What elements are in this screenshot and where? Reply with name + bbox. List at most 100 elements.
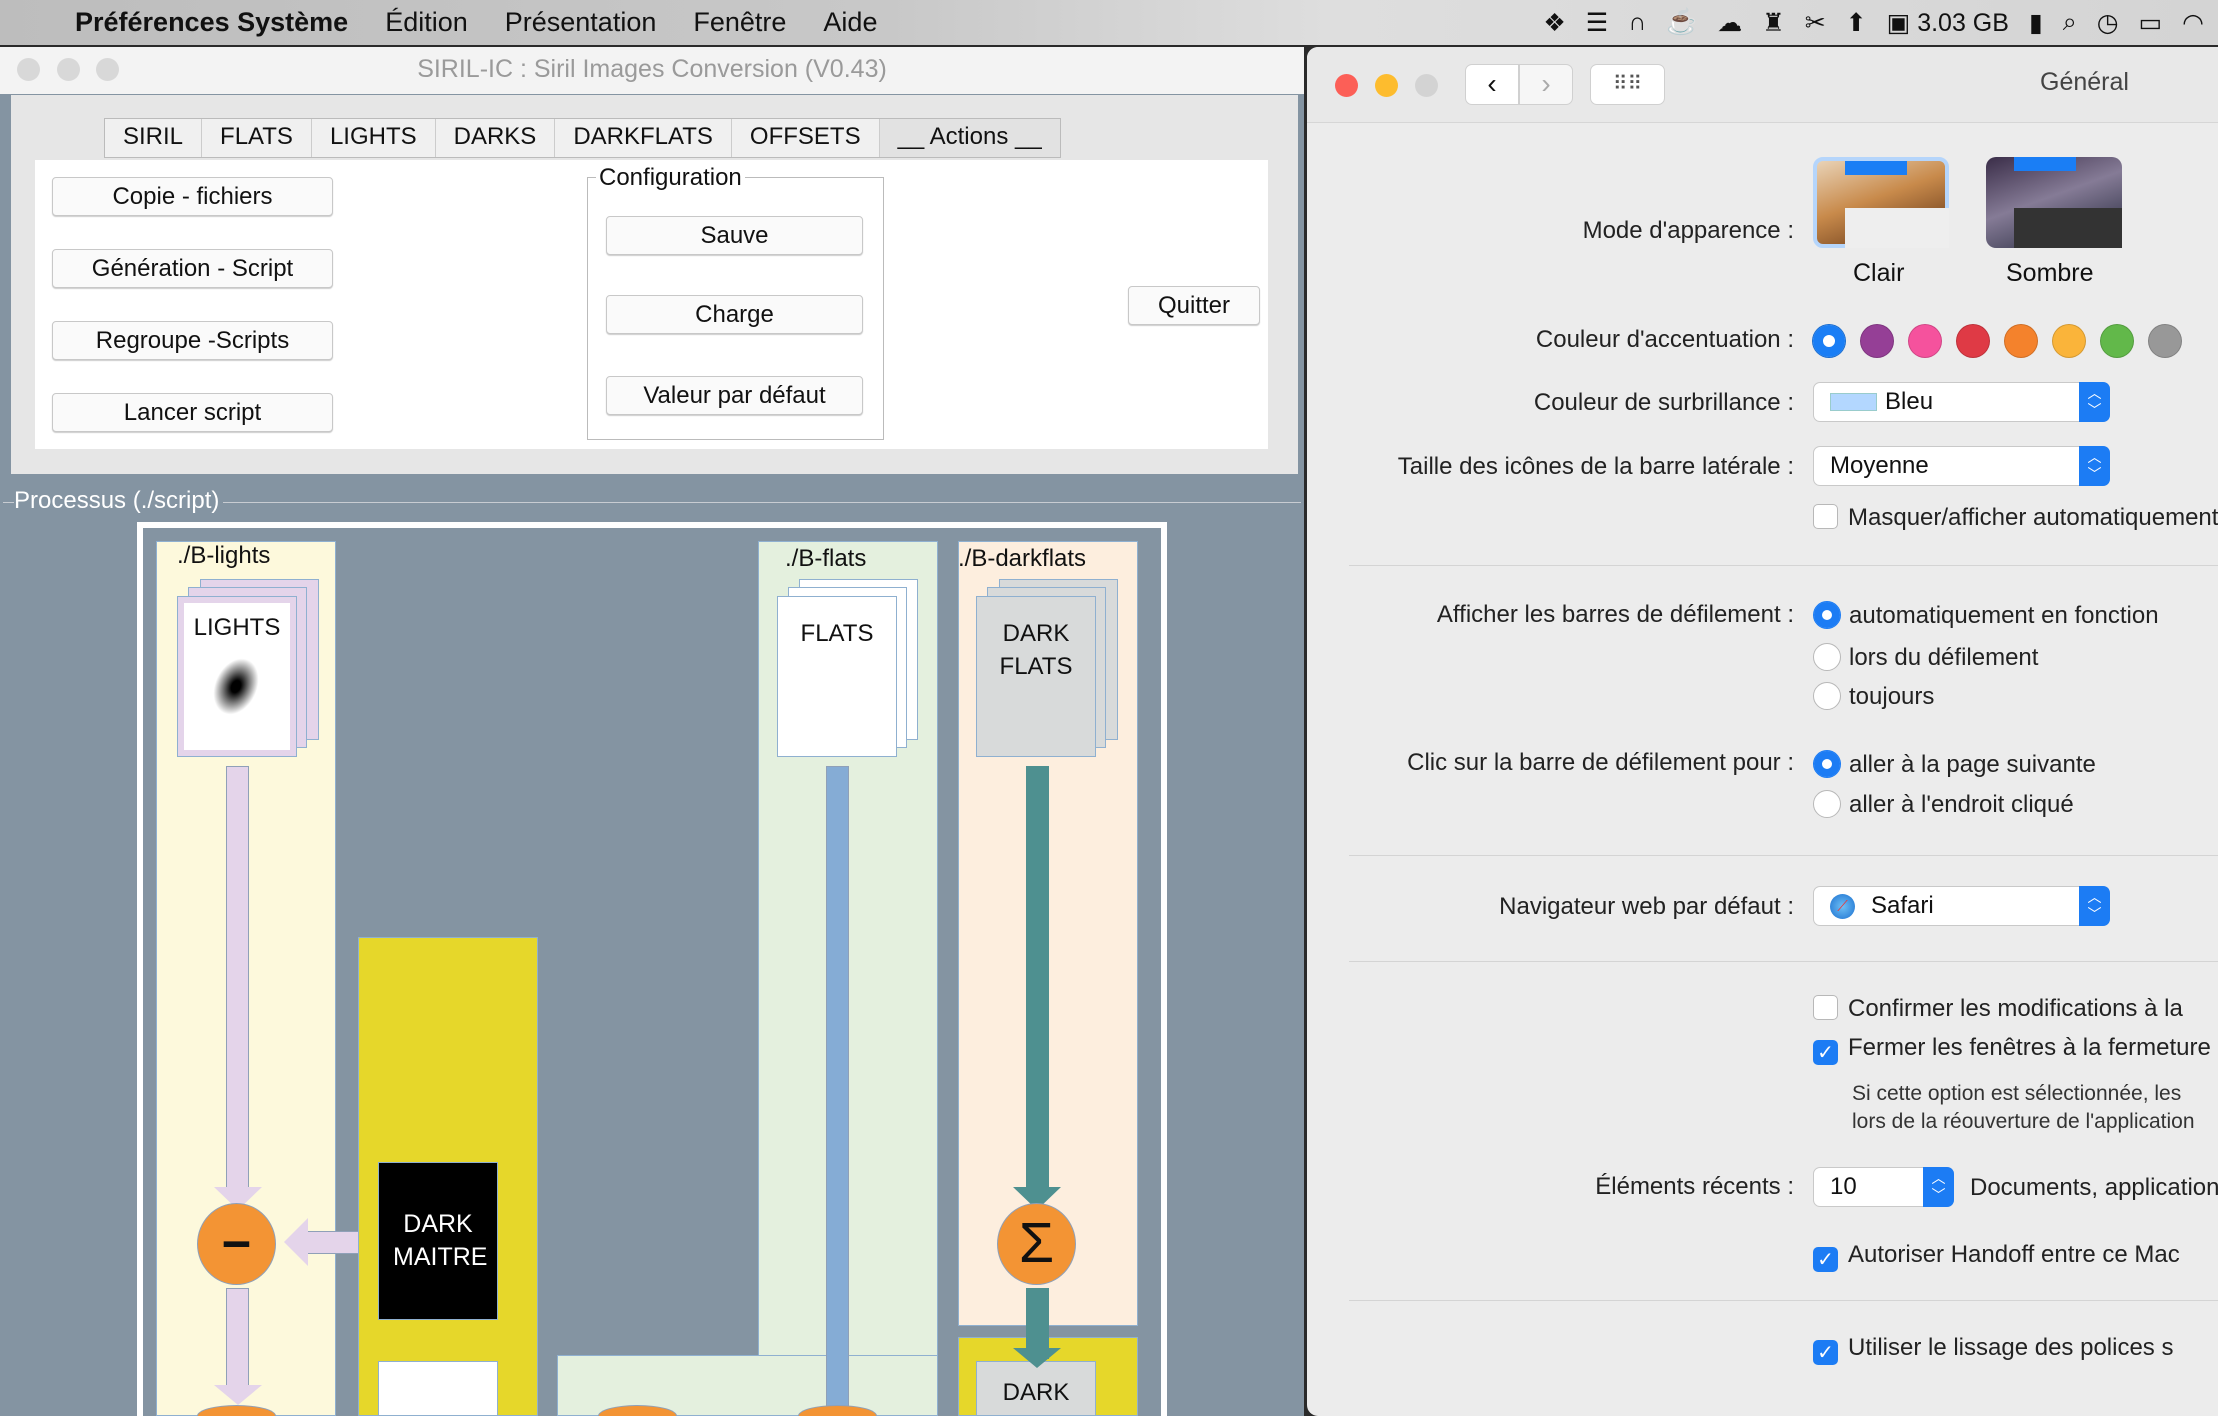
- lights-arrowhead-2: [214, 1385, 262, 1405]
- process-frame-line: [3, 502, 1301, 503]
- default-values-button[interactable]: Valeur par défaut: [606, 376, 863, 415]
- save-button[interactable]: Sauve: [606, 216, 863, 255]
- menu-presentation[interactable]: Présentation: [504, 7, 657, 37]
- browser-popup[interactable]: ⟋ Safari︿﹀: [1813, 886, 2110, 926]
- tab-flats[interactable]: FLATS: [202, 119, 312, 157]
- darkflats-card: DARK FLATS: [976, 596, 1096, 757]
- scroll-option-scrolling[interactable]: lors du défilement: [1813, 643, 2038, 672]
- checkbox-icon: [1813, 504, 1838, 529]
- quit-button[interactable]: Quitter: [1128, 286, 1260, 325]
- font-smoothing-checkbox[interactable]: ✓Utiliser le lissage des polices s: [1813, 1334, 2173, 1365]
- handoff-label: Autoriser Handoff entre ce Mac: [1848, 1241, 2180, 1268]
- scroll-option-label: automatiquement en fonction: [1849, 602, 2159, 629]
- tab-darks[interactable]: DARKS: [436, 119, 556, 157]
- zoom-button[interactable]: [1415, 74, 1438, 97]
- back-button[interactable]: ‹: [1465, 64, 1519, 105]
- cup-icon[interactable]: ☕: [1666, 8, 1698, 36]
- tab-lights[interactable]: LIGHTS: [312, 119, 436, 157]
- show-all-grid-icon[interactable]: ⠿⠿: [1590, 64, 1665, 105]
- confirm-changes-checkbox[interactable]: Confirmer les modifications à la: [1813, 995, 2183, 1023]
- galaxy-image: LIGHTS: [184, 603, 290, 750]
- airplay-icon[interactable]: ▭: [2138, 8, 2163, 37]
- configuration-label: Configuration: [596, 164, 745, 192]
- close-windows-note: Si cette option est sélectionnée, les lo…: [1852, 1080, 2195, 1136]
- group-scripts-button[interactable]: Regroupe -Scripts: [52, 321, 333, 360]
- close-button[interactable]: [1335, 74, 1358, 97]
- accent-color-swatch[interactable]: [1812, 324, 1846, 358]
- click-option-next-page[interactable]: aller à la page suivante: [1813, 750, 2096, 779]
- tab-bar: SIRIL FLATS LIGHTS DARKS DARKFLATS OFFSE…: [104, 118, 1061, 158]
- cloud-upload-icon[interactable]: ⬆: [1845, 8, 1867, 37]
- tab-offsets[interactable]: OFFSETS: [732, 119, 880, 157]
- scroll-option-label: toujours: [1849, 683, 1935, 710]
- spy-icon[interactable]: ♜: [1762, 8, 1785, 37]
- lights-card: LIGHTS: [177, 596, 297, 757]
- darkflats-dir-label: ./B-darkflats: [958, 545, 1087, 572]
- run-script-button[interactable]: Lancer script: [52, 393, 333, 432]
- lights-arrow-2: [226, 1288, 249, 1393]
- tab-siril[interactable]: SIRIL: [105, 119, 203, 157]
- close-windows-label: Fermer les fenêtres à la fermeture: [1848, 1034, 2211, 1061]
- dropbox-icon[interactable]: ❖: [1543, 8, 1566, 37]
- accent-color-swatch[interactable]: [1860, 324, 1894, 358]
- browser-label: Navigateur web par défaut :: [1499, 893, 1794, 920]
- separator: [1349, 855, 2218, 856]
- accent-color-swatch[interactable]: [1956, 324, 1990, 358]
- arch-icon[interactable]: ∩: [1628, 8, 1647, 36]
- istat-icon[interactable]: ☰: [1585, 8, 1609, 37]
- search-icon[interactable]: ⌕: [2062, 8, 2077, 36]
- autohide-checkbox[interactable]: Masquer/afficher automatiquement: [1813, 504, 2218, 532]
- appearance-light-thumb[interactable]: [1813, 157, 1949, 248]
- highlight-value: Bleu: [1885, 388, 1934, 415]
- darkflats-arrow-2: [1026, 1288, 1049, 1359]
- forward-button[interactable]: ›: [1519, 64, 1573, 105]
- memory-status[interactable]: ▣ 3.03 GB: [1886, 8, 2009, 37]
- tool-icon[interactable]: ✂: [1804, 8, 1826, 37]
- radio-icon: [1813, 682, 1841, 710]
- appearance-dark-thumb[interactable]: [1986, 157, 2122, 248]
- menu-app[interactable]: Préférences Système: [75, 7, 349, 37]
- scroll-option-label: lors du défilement: [1849, 644, 2039, 671]
- close-windows-checkbox[interactable]: ✓Fermer les fenêtres à la fermeture: [1813, 1034, 2211, 1065]
- accent-color-swatch[interactable]: [2100, 324, 2134, 358]
- flats-dir-label: ./B-flats: [785, 545, 867, 572]
- dark-master-label: DARK MAITRE: [393, 1210, 488, 1271]
- separator: [1349, 961, 2218, 962]
- cloud-sync-icon[interactable]: ☁: [1717, 8, 1743, 37]
- highlight-popup[interactable]: Bleu︿﹀: [1813, 382, 2110, 422]
- menu-aide[interactable]: Aide: [823, 7, 878, 37]
- click-option-spot[interactable]: aller à l'endroit cliqué: [1813, 790, 2074, 819]
- wifi-icon[interactable]: ◠: [2182, 8, 2204, 37]
- copy-files-button[interactable]: Copie - fichiers: [52, 177, 333, 216]
- close-button[interactable]: [17, 58, 40, 81]
- recent-items-popup[interactable]: 10︿﹀: [1813, 1167, 1954, 1207]
- darkflats-arrowhead-2: [1013, 1348, 1061, 1368]
- scroll-option-always[interactable]: toujours: [1813, 682, 1934, 711]
- zoom-button[interactable]: [96, 58, 119, 81]
- note-line: Si cette option est sélectionnée, les: [1852, 1082, 2182, 1105]
- minimize-button[interactable]: [57, 58, 80, 81]
- recent-items-suffix: Documents, applications: [1970, 1174, 2218, 1201]
- sidebar-size-value: Moyenne: [1830, 452, 1929, 479]
- accent-color-swatch[interactable]: [2052, 324, 2086, 358]
- battery-icon[interactable]: ▮: [2028, 8, 2043, 37]
- scroll-option-auto[interactable]: automatiquement en fonction: [1813, 601, 2159, 630]
- menu-edition[interactable]: Édition: [385, 7, 468, 37]
- sidebar-size-popup[interactable]: Moyenne︿﹀: [1813, 446, 2110, 486]
- menu-fenetre[interactable]: Fenêtre: [693, 7, 787, 37]
- separator: [1349, 565, 2218, 566]
- minimize-button[interactable]: [1375, 74, 1398, 97]
- handoff-checkbox[interactable]: ✓ Autoriser Handoff entre ce Mac: [1813, 1241, 2180, 1272]
- checkmark-icon: ✓: [1813, 1340, 1838, 1365]
- tab-darkflats[interactable]: DARKFLATS: [555, 119, 732, 157]
- load-button[interactable]: Charge: [606, 295, 863, 334]
- tab-actions[interactable]: __ Actions __: [879, 119, 1060, 157]
- checkmark-icon: ✓: [1813, 1247, 1838, 1272]
- accent-color-swatch[interactable]: [2004, 324, 2038, 358]
- radio-icon: [1813, 643, 1841, 671]
- accent-color-swatch[interactable]: [2148, 324, 2182, 358]
- accent-color-swatch[interactable]: [1908, 324, 1942, 358]
- time-machine-icon[interactable]: ◷: [2096, 8, 2119, 37]
- generate-script-button[interactable]: Génération - Script: [52, 249, 333, 288]
- galaxy-icon: [204, 650, 268, 723]
